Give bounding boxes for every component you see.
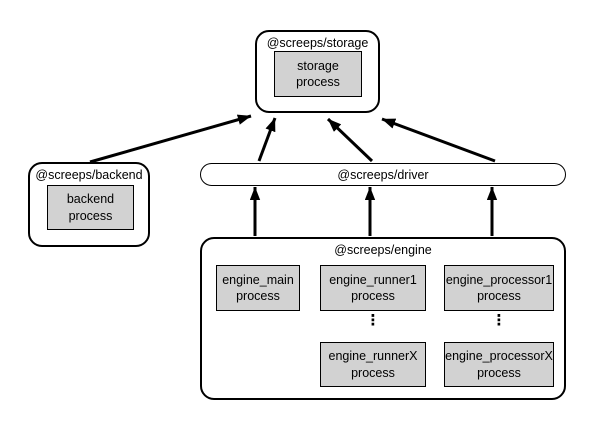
engine-main-process-box: engine_main process — [216, 265, 300, 311]
arrow-backend-to-storage — [89, 114, 252, 164]
storage-process-box: storage process — [274, 51, 362, 97]
engine-processorX-process-box: engine_processorX process — [444, 342, 554, 387]
processor-ellipsis: ⋮ — [491, 312, 507, 329]
engine-package-title: @screeps/engine — [334, 243, 432, 257]
backend-package-box: @screeps/backend backend process — [28, 162, 150, 247]
arrow-driver-to-storage — [381, 117, 496, 163]
runner-ellipsis: ⋮ — [365, 312, 381, 329]
engine-runner1-process-box: engine_runner1 process — [320, 265, 426, 311]
driver-package-title: @screeps/driver — [337, 167, 429, 182]
engine-processor1-process-box: engine_processor1 process — [444, 265, 554, 311]
storage-package-box: @screeps/storage storage process — [255, 30, 380, 113]
arrow-driver-to-storage — [326, 117, 374, 163]
backend-package-title: @screeps/backend — [35, 168, 143, 182]
backend-process-box: backend process — [47, 185, 134, 230]
engine-package-box: @screeps/engine engine_main process engi… — [200, 237, 566, 400]
driver-package-box: @screeps/driver — [200, 163, 566, 186]
arrow-driver-to-storage — [257, 117, 277, 162]
storage-package-title: @screeps/storage — [266, 36, 369, 50]
engine-runnerX-process-box: engine_runnerX process — [320, 342, 426, 387]
